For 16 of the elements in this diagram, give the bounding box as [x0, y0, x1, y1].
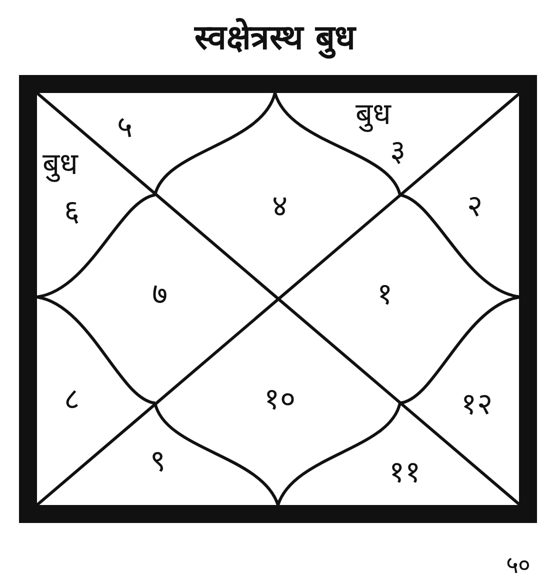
house-number: ११	[389, 458, 421, 488]
planet-name: बुध	[42, 150, 78, 180]
house-number: ९	[150, 447, 166, 477]
house-number: ८	[64, 385, 80, 415]
chart-title: स्वक्षेत्रस्थ बुध	[193, 18, 358, 59]
page-number: ५०	[506, 553, 530, 577]
house-number: ३	[390, 137, 406, 167]
house-number: १०	[264, 385, 296, 415]
house-number: ५	[117, 113, 133, 143]
house-number: ६	[64, 197, 80, 227]
house-number: २	[467, 192, 483, 222]
house-number: १	[377, 280, 393, 310]
planet-name: बुध	[356, 100, 390, 130]
house-number: ४	[272, 192, 288, 222]
house-number: ७	[152, 280, 168, 310]
house-number: १२	[461, 390, 493, 420]
